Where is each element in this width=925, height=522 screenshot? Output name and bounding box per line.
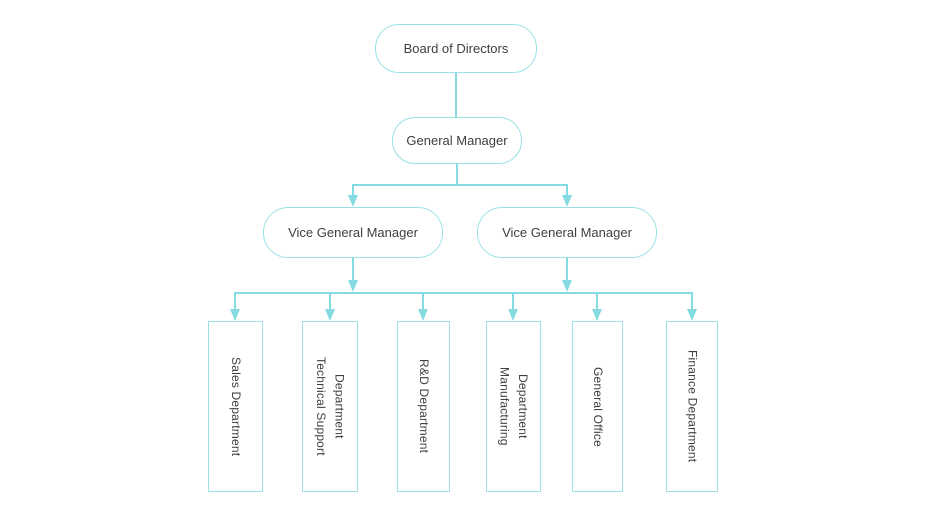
node-dept-general-office: General Office — [572, 321, 623, 492]
node-dept-rd-label: R&D Department — [416, 359, 431, 454]
node-dept-sales: Sales Department — [208, 321, 263, 492]
connector-vice-left-to-bus — [352, 258, 354, 281]
node-dept-rd: R&D Department — [397, 321, 450, 492]
node-general-manager-label: General Manager — [406, 133, 508, 148]
connector-bus-to-dept-2 — [329, 292, 331, 310]
connector-department-bus — [235, 292, 692, 294]
connector-bus-to-dept-1 — [234, 292, 236, 310]
arrowhead-bus-left — [347, 280, 358, 292]
node-dept-manufacturing-label: Manufacturing Department — [497, 367, 531, 446]
node-dept-general-office-label: General Office — [590, 366, 605, 447]
arrowhead-dept-5 — [591, 309, 602, 321]
node-dept-manufacturing: Manufacturing Department — [486, 321, 541, 492]
connector-bus-to-dept-6 — [691, 292, 693, 310]
arrowhead-bus-right — [561, 280, 572, 292]
node-dept-technical-support: Technical Support Department — [302, 321, 358, 492]
connector-bus-to-dept-5 — [596, 292, 598, 310]
connector-bus-to-dept-3 — [422, 292, 424, 310]
node-dept-finance-label: Finance Department — [685, 350, 700, 463]
connector-vice-right-to-bus — [566, 258, 568, 281]
arrowhead-dept-4 — [507, 309, 518, 321]
node-general-manager: General Manager — [392, 117, 522, 164]
node-dept-technical-support-label: Technical Support Department — [314, 357, 347, 456]
arrowhead-dept-2 — [324, 309, 335, 321]
node-dept-finance: Finance Department — [666, 321, 718, 492]
node-vice-general-manager-left: Vice General Manager — [263, 207, 443, 258]
node-vice-general-manager-right: Vice General Manager — [477, 207, 657, 258]
connector-branch-to-vice-right — [566, 184, 568, 197]
connector-gm-stub — [456, 164, 458, 185]
node-board-of-directors: Board of Directors — [375, 24, 537, 73]
arrowhead-dept-3 — [417, 309, 428, 321]
arrowhead-vice-right — [561, 195, 572, 207]
connector-gm-branch — [352, 184, 568, 186]
arrowhead-dept-6 — [686, 309, 697, 321]
node-dept-sales-label: Sales Department — [228, 356, 243, 457]
node-vice-general-manager-right-label: Vice General Manager — [502, 225, 632, 240]
connector-bus-to-dept-4 — [512, 292, 514, 310]
arrowhead-vice-left — [347, 195, 358, 207]
connector-branch-to-vice-left — [352, 184, 354, 197]
node-vice-general-manager-left-label: Vice General Manager — [288, 225, 418, 240]
node-board-of-directors-label: Board of Directors — [403, 41, 509, 56]
connector-board-to-gm — [455, 73, 457, 117]
arrowhead-dept-1 — [229, 309, 240, 321]
